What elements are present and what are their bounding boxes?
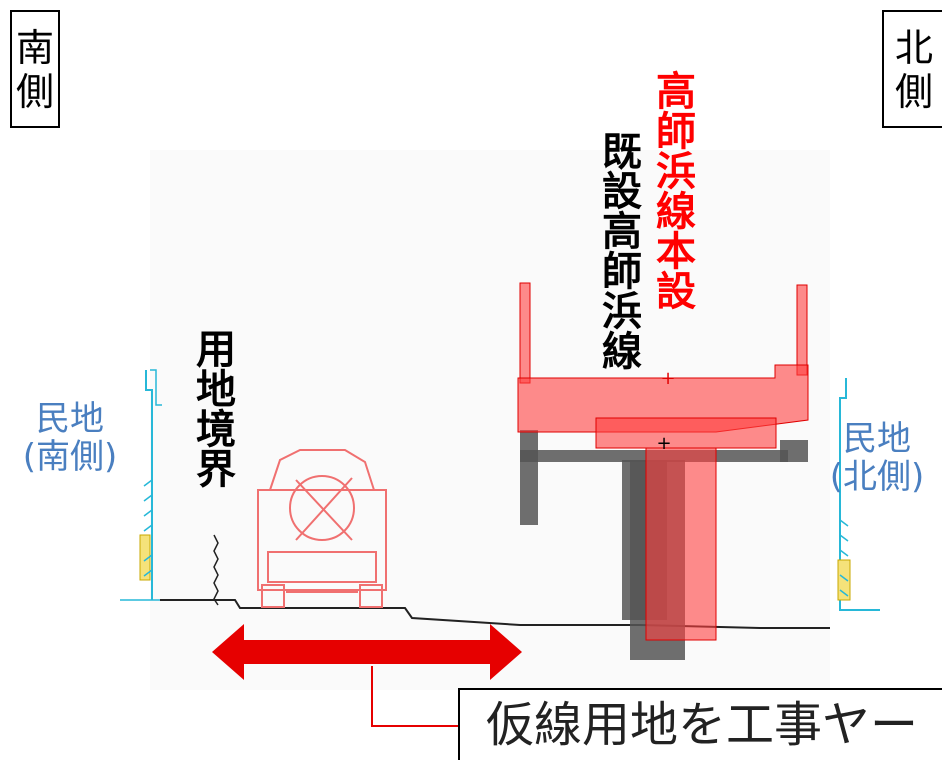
south-private-land-label: 民地 (南側) [0, 400, 140, 476]
north-label-char-1: 北 [894, 26, 933, 70]
south-private-structure [120, 369, 162, 601]
north-private-land-text: 民地 [843, 419, 911, 459]
ground-line [160, 599, 830, 629]
north-private-land-sub: (北側) [829, 457, 925, 497]
boundary-marker [213, 534, 219, 606]
south-private-land-text: 民地 [36, 399, 104, 439]
existing-line-label: 既設高師浜線 [595, 130, 641, 370]
boundary-label: 用地境界 [189, 328, 235, 488]
work-yard-callout: 仮線用地を工事ヤー [458, 688, 942, 760]
south-label-char-2: 側 [15, 70, 54, 114]
south-private-land-sub: (南側) [22, 437, 118, 477]
new-line-label: 高師浜線本設 [649, 70, 695, 310]
south-label-char-1: 南 [15, 26, 54, 70]
north-label-char-2: 側 [894, 70, 933, 114]
callout-leader [371, 666, 458, 727]
north-private-structure [837, 378, 880, 611]
new-structure [517, 282, 809, 641]
center-mark-2: + [656, 433, 671, 454]
center-mark-1: + [660, 368, 675, 389]
truck-outline [257, 449, 387, 608]
work-yard-arrow [212, 624, 522, 680]
south-side-label: 南 側 [10, 10, 60, 128]
north-private-land-label: 民地 (北側) [812, 420, 942, 496]
north-side-label: 北 側 [882, 10, 942, 128]
